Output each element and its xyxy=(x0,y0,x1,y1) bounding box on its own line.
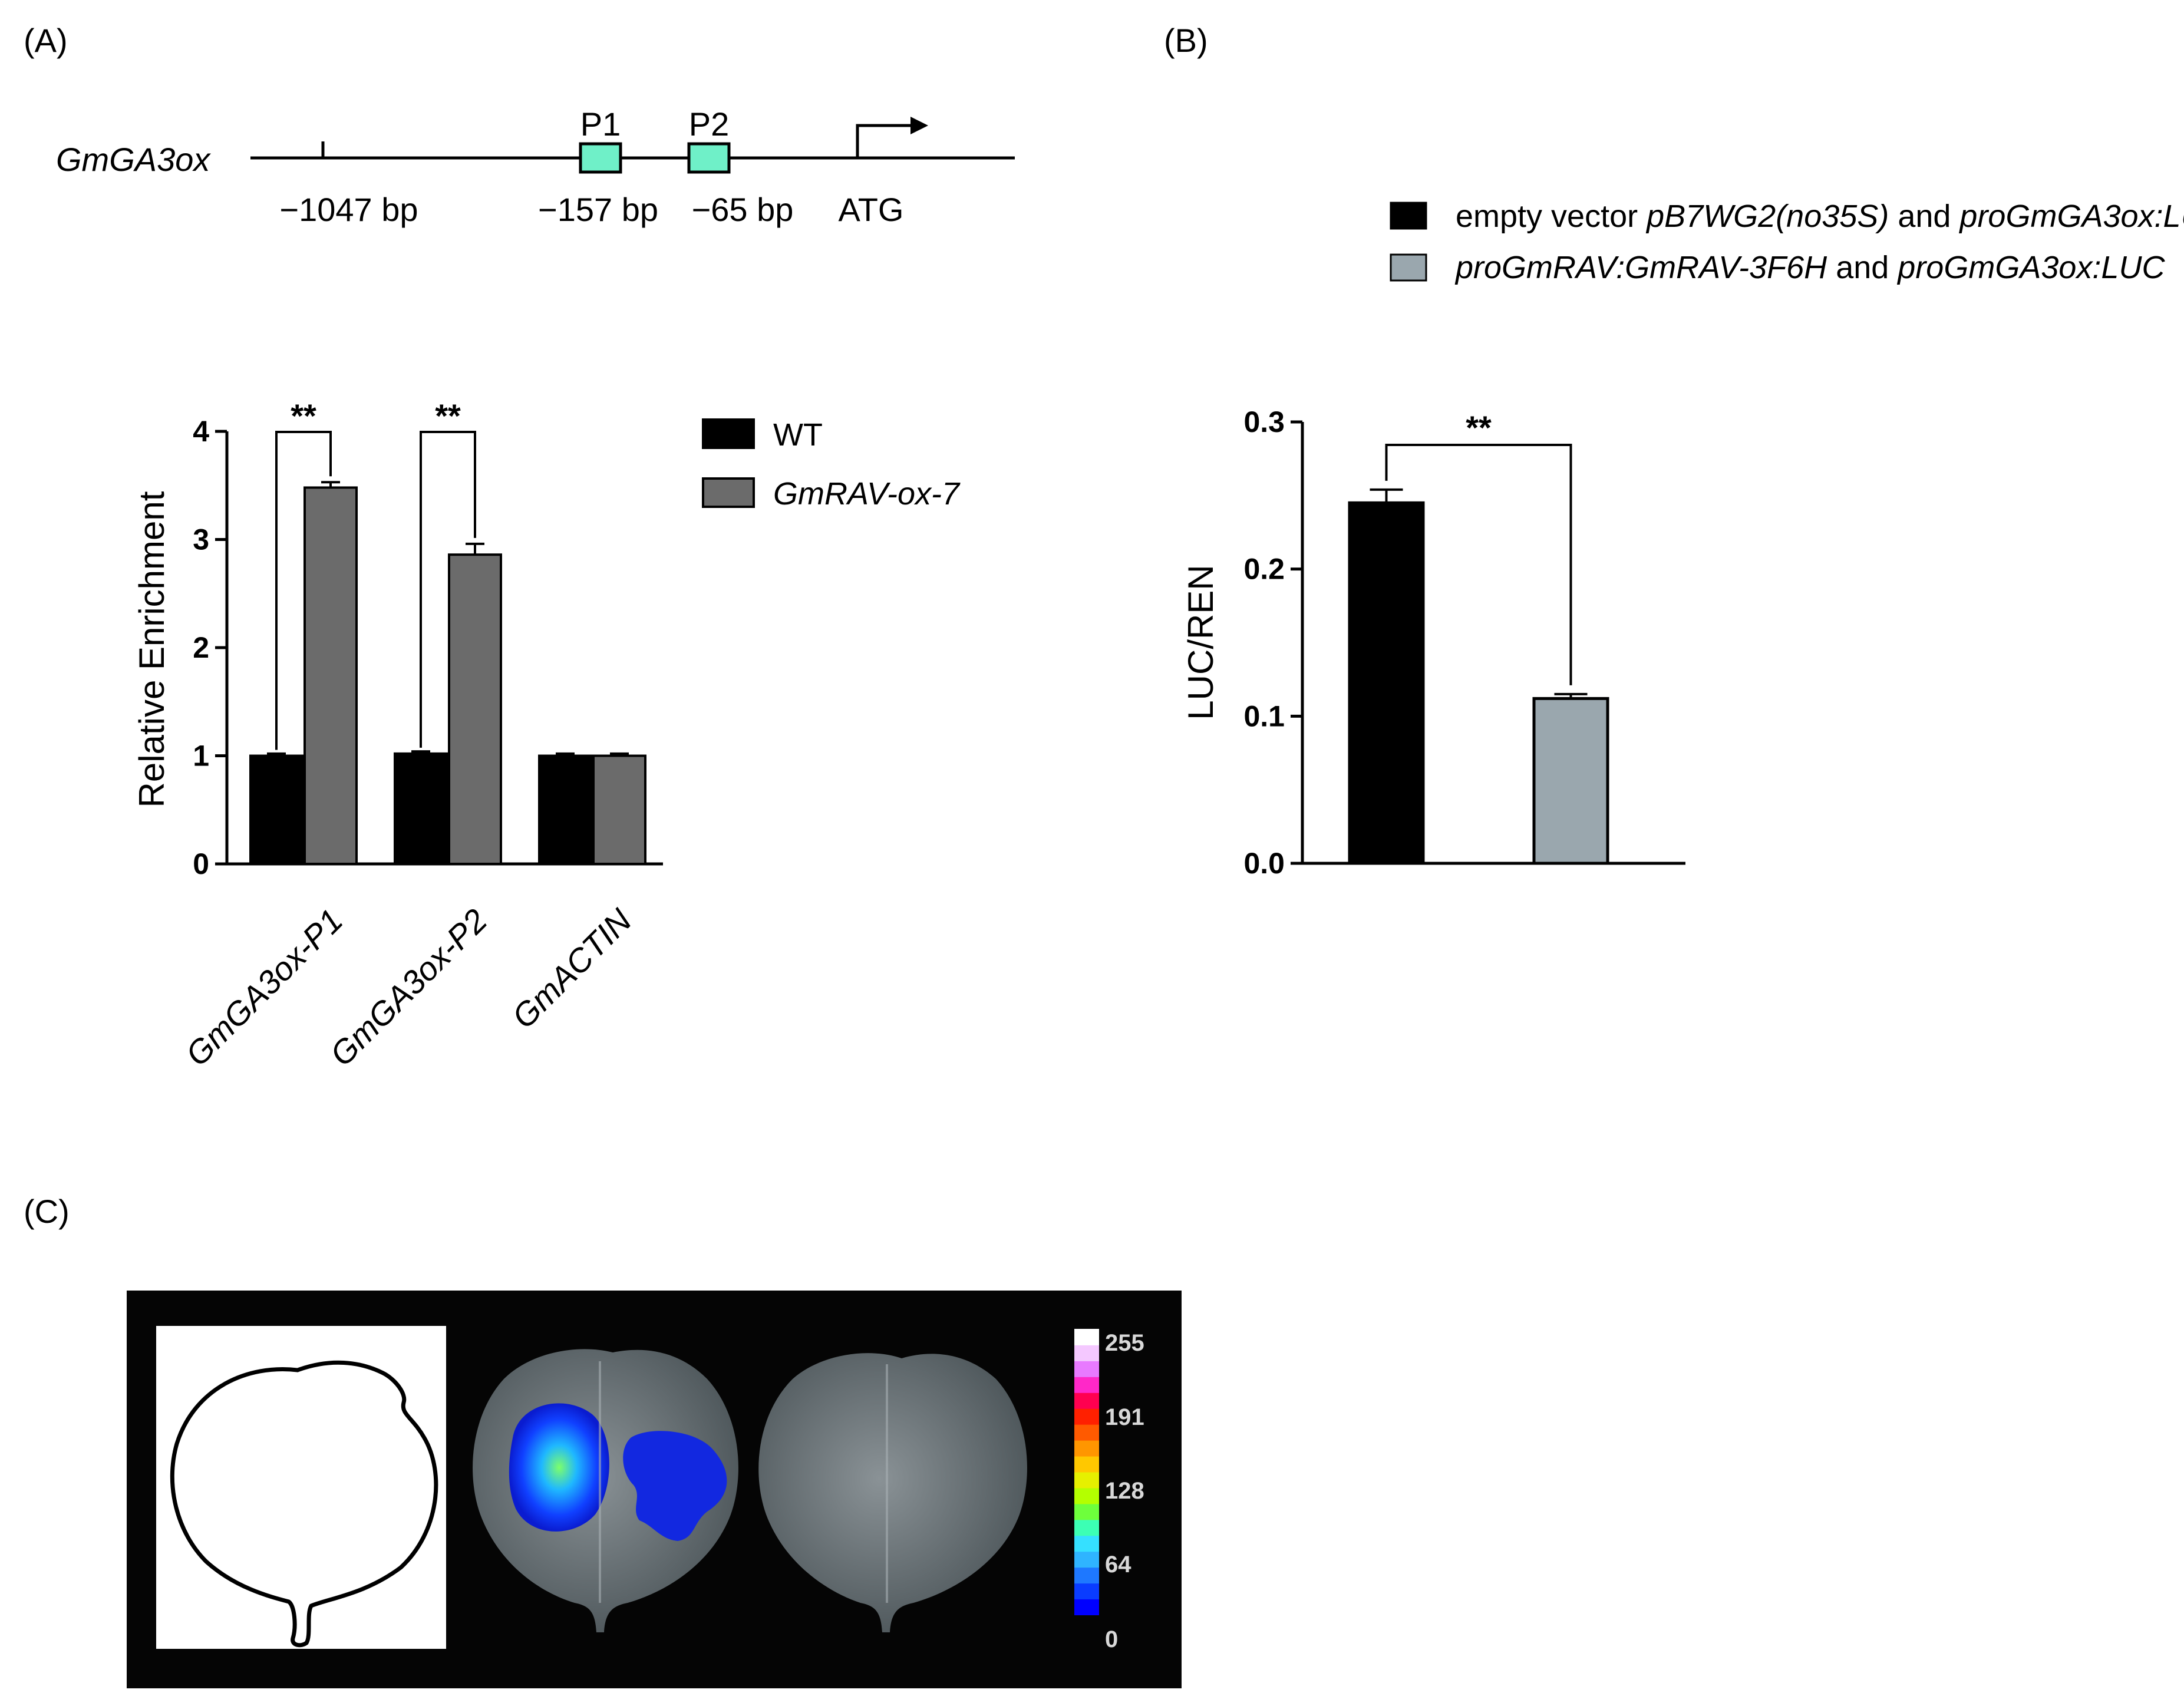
chart-b-significance-label: ** xyxy=(1466,409,1492,446)
color-scale-segment xyxy=(1074,1376,1099,1393)
color-scale-segment xyxy=(1074,1535,1099,1552)
chart-a-significance-label: ** xyxy=(291,397,316,434)
promoter-box-p2 xyxy=(687,142,731,174)
chart-a-category-label: GmACTIN xyxy=(504,902,639,1036)
chart-b: 0.0 0.1 0.2 0.3 ** LUC/REN empty vector pB7… xyxy=(1181,199,2184,880)
color-scale-segment xyxy=(1074,1424,1099,1441)
chart-a-bar xyxy=(249,754,303,865)
chart-a-ytick-label: 3 xyxy=(193,523,209,556)
legend-label-gmrav-3f6h: proGmRAV:GmRAV-3F6H and proGmGA3ox:LUC xyxy=(1454,250,2165,285)
color-scale-segment xyxy=(1074,1360,1099,1377)
chart-a-significance-label: ** xyxy=(435,397,461,434)
chart-a-significance-bracket xyxy=(420,431,476,748)
chart-a-bar xyxy=(394,752,448,865)
site-label-atg: ATG xyxy=(839,191,904,228)
gene-diagram: GmGA3ox P1 P2 −1047 bp −157 bp −65 bp AT… xyxy=(56,105,1015,228)
legend-label-wt: WT xyxy=(773,417,823,453)
chart-b-ytick-label: 0.0 xyxy=(1243,847,1285,880)
legend-label-gmrav: GmRAV-ox-7 xyxy=(773,476,961,512)
chart-a-ytick-label: 4 xyxy=(193,415,209,448)
scale-label-191: 191 xyxy=(1105,1404,1144,1430)
legend-label-empty-vector: empty vector pB7WG2(no35S) and proGmGA3o… xyxy=(1456,199,2184,234)
chart-a-ytick-label: 0 xyxy=(193,847,209,880)
chart-b-bar xyxy=(1532,697,1609,865)
chart-a-bar xyxy=(592,754,646,865)
chart-a-bar xyxy=(448,553,502,865)
chart-a-bar xyxy=(538,754,592,865)
gene-name: GmGA3ox xyxy=(56,141,211,178)
site-label-1047: −1047 bp xyxy=(279,191,418,228)
color-scale-segment xyxy=(1074,1519,1099,1536)
panel-a-label: (A) xyxy=(24,22,68,59)
chart-b-bar xyxy=(1348,501,1425,865)
color-scale-segment xyxy=(1074,1471,1099,1489)
chart-b-ytick-label: 0.2 xyxy=(1243,553,1285,586)
color-scale-segment xyxy=(1074,1503,1099,1520)
site-label-157: −157 bp xyxy=(538,191,658,228)
color-scale-segment xyxy=(1074,1583,1099,1600)
color-scale-segment xyxy=(1074,1599,1099,1615)
box-label-p2: P2 xyxy=(689,105,730,143)
color-scale-segment xyxy=(1074,1408,1099,1425)
legend-swatch-gmrav xyxy=(1390,253,1427,282)
chart-a-significance-bracket xyxy=(275,431,332,750)
luciferase-imaging-panel: 255 191 128 64 0 xyxy=(127,1291,1182,1688)
color-scale-segment xyxy=(1074,1551,1099,1568)
promoter-box-p1 xyxy=(579,142,622,174)
box-label-p1: P1 xyxy=(580,105,621,143)
chart-a-ylabel: Relative Enrichment xyxy=(132,491,171,807)
panel-c-label: (C) xyxy=(24,1193,70,1230)
legend-swatch-gmrav xyxy=(702,477,755,508)
tss-arrowhead-icon xyxy=(910,117,928,134)
leaf-outline-icon xyxy=(170,1360,438,1648)
chart-a-ytick-label: 1 xyxy=(193,740,209,773)
leaf-outline-box xyxy=(156,1326,446,1649)
luminescence-blob-left xyxy=(509,1403,609,1532)
luminescence-blob-right xyxy=(623,1431,727,1541)
color-scale-segment xyxy=(1074,1567,1099,1584)
scale-label-255: 255 xyxy=(1105,1330,1144,1356)
color-scale-segment xyxy=(1074,1344,1099,1361)
site-label-65: −65 bp xyxy=(692,191,794,228)
scale-label-128: 128 xyxy=(1105,1478,1144,1504)
chart-b-legend: empty vector pB7WG2(no35S) and proGmGA3o… xyxy=(1390,199,2184,285)
panel-b-label: (B) xyxy=(1164,22,1208,59)
chart-a-bar xyxy=(303,486,358,865)
legend-swatch-empty-vector xyxy=(1390,202,1427,230)
color-scale-segment xyxy=(1074,1456,1099,1473)
chart-a-ytick-label: 2 xyxy=(193,631,209,664)
color-scale-segment xyxy=(1074,1487,1099,1504)
color-scale-segment xyxy=(1074,1392,1099,1409)
color-scale-segment xyxy=(1074,1440,1099,1457)
chart-b-ytick-label: 0.3 xyxy=(1243,405,1285,438)
scale-label-64: 64 xyxy=(1105,1552,1131,1578)
chart-b-ytick-label: 0.1 xyxy=(1243,699,1285,732)
chart-b-significance-bracket xyxy=(1385,444,1572,685)
color-scale-bar xyxy=(1074,1329,1099,1615)
scale-label-0: 0 xyxy=(1105,1626,1118,1652)
tss-arrow-icon xyxy=(856,124,919,158)
color-scale-segment xyxy=(1074,1329,1099,1345)
legend-swatch-wt xyxy=(702,418,755,449)
chart-b-ylabel: LUC/REN xyxy=(1181,565,1220,720)
leaf-control-image xyxy=(758,1353,1027,1632)
